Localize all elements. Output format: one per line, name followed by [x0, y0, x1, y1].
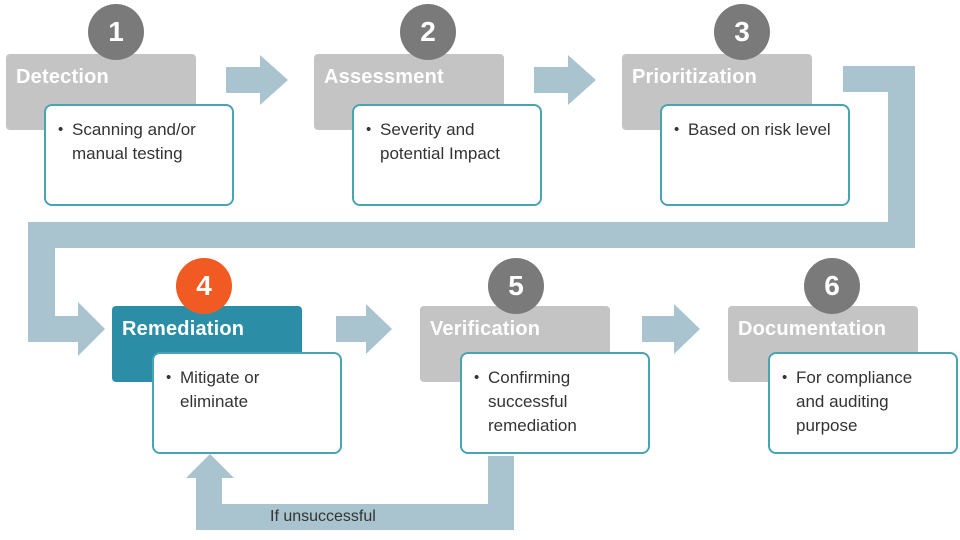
step-description: Scanning and/or manual testing	[44, 104, 234, 206]
step-title: Assessment	[324, 66, 444, 88]
step-title: Verification	[430, 318, 541, 340]
step-number-badge: 2	[400, 4, 456, 60]
step-number-badge: 4	[176, 258, 232, 314]
step-title: Detection	[16, 66, 109, 88]
step-description: Severity and potential Impact	[352, 104, 542, 206]
arrow-2-to-3	[534, 55, 596, 105]
arrow-5-to-6	[642, 304, 700, 354]
step-title: Remediation	[122, 318, 245, 340]
arrow-1-to-2	[226, 55, 288, 105]
arrow-4-to-5	[336, 304, 392, 354]
step-description: For compliance and auditing purpose	[768, 352, 958, 454]
loop-label: If unsuccessful	[270, 508, 376, 525]
step-number-badge: 3	[714, 4, 770, 60]
step-title: Prioritization	[632, 66, 758, 88]
step-description: Based on risk level	[660, 104, 850, 206]
step-number-badge: 1	[88, 4, 144, 60]
arrow-loop-back	[186, 454, 514, 530]
step-description: Confirming successful remediation	[460, 352, 650, 454]
step-description: Mitigate or eliminate	[152, 352, 342, 454]
step-number-badge: 6	[804, 258, 860, 314]
step-number-badge: 5	[488, 258, 544, 314]
step-title: Documentation	[738, 318, 887, 340]
